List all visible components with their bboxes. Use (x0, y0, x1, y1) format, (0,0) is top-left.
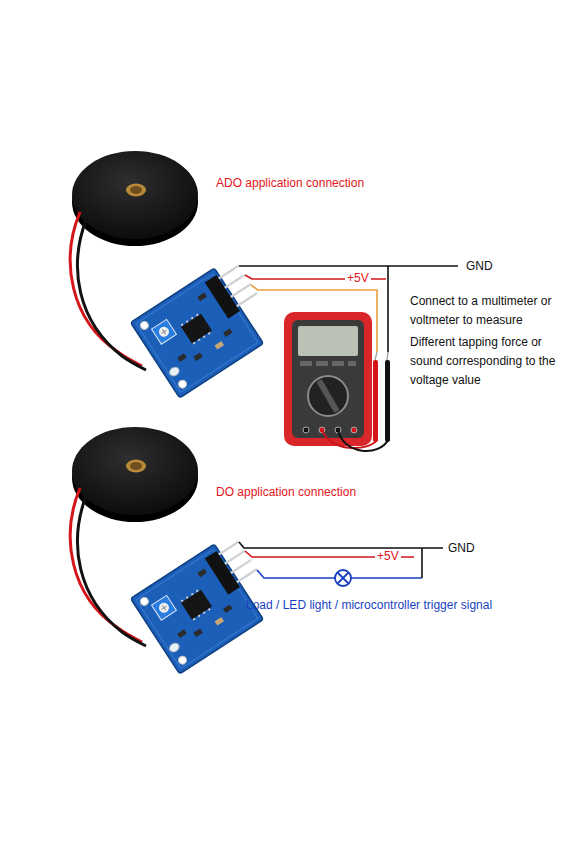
pin-label: +5V (375, 549, 401, 564)
wire-part (239, 265, 458, 267)
multimeter-part (338, 430, 388, 451)
lamp-symbol-part (338, 573, 349, 584)
test-probe-part (387, 352, 388, 360)
pin-label: GND (466, 259, 493, 274)
piezo-sensor (70, 427, 282, 674)
multimeter-part (332, 361, 344, 366)
multimeter-part (351, 427, 357, 433)
multimeter-part (316, 361, 328, 366)
wire-part (387, 266, 389, 352)
note-text: Connect to a multimeter or voltmeter to … (410, 292, 572, 330)
test-probe (373, 352, 390, 442)
multimeter-part (284, 312, 372, 446)
multimeter-part (308, 376, 348, 416)
heading-label: DO application connection (216, 485, 356, 500)
multimeter-part (292, 320, 364, 438)
multimeter-part (316, 379, 339, 413)
pin-label: GND (448, 541, 475, 556)
pin-label: +5V (345, 271, 371, 286)
wire-part (421, 548, 423, 578)
heading-label: ADO application connection (216, 176, 364, 191)
wire-part (239, 542, 443, 548)
test-probe-part (373, 360, 378, 442)
multimeter-part (300, 361, 312, 366)
note-text: Different tapping force or sound corresp… (410, 333, 572, 391)
multimeter-part (348, 361, 356, 366)
multimeter-part (298, 326, 358, 356)
signal-label: Load / LED light / microcontroller trigg… (246, 598, 492, 613)
lamp-symbol-part (335, 570, 351, 586)
test-probe-part (385, 360, 390, 442)
test-probe-part (375, 352, 377, 360)
multimeter (284, 312, 388, 451)
lamp-symbol (335, 570, 351, 586)
multimeter-part (303, 427, 309, 433)
